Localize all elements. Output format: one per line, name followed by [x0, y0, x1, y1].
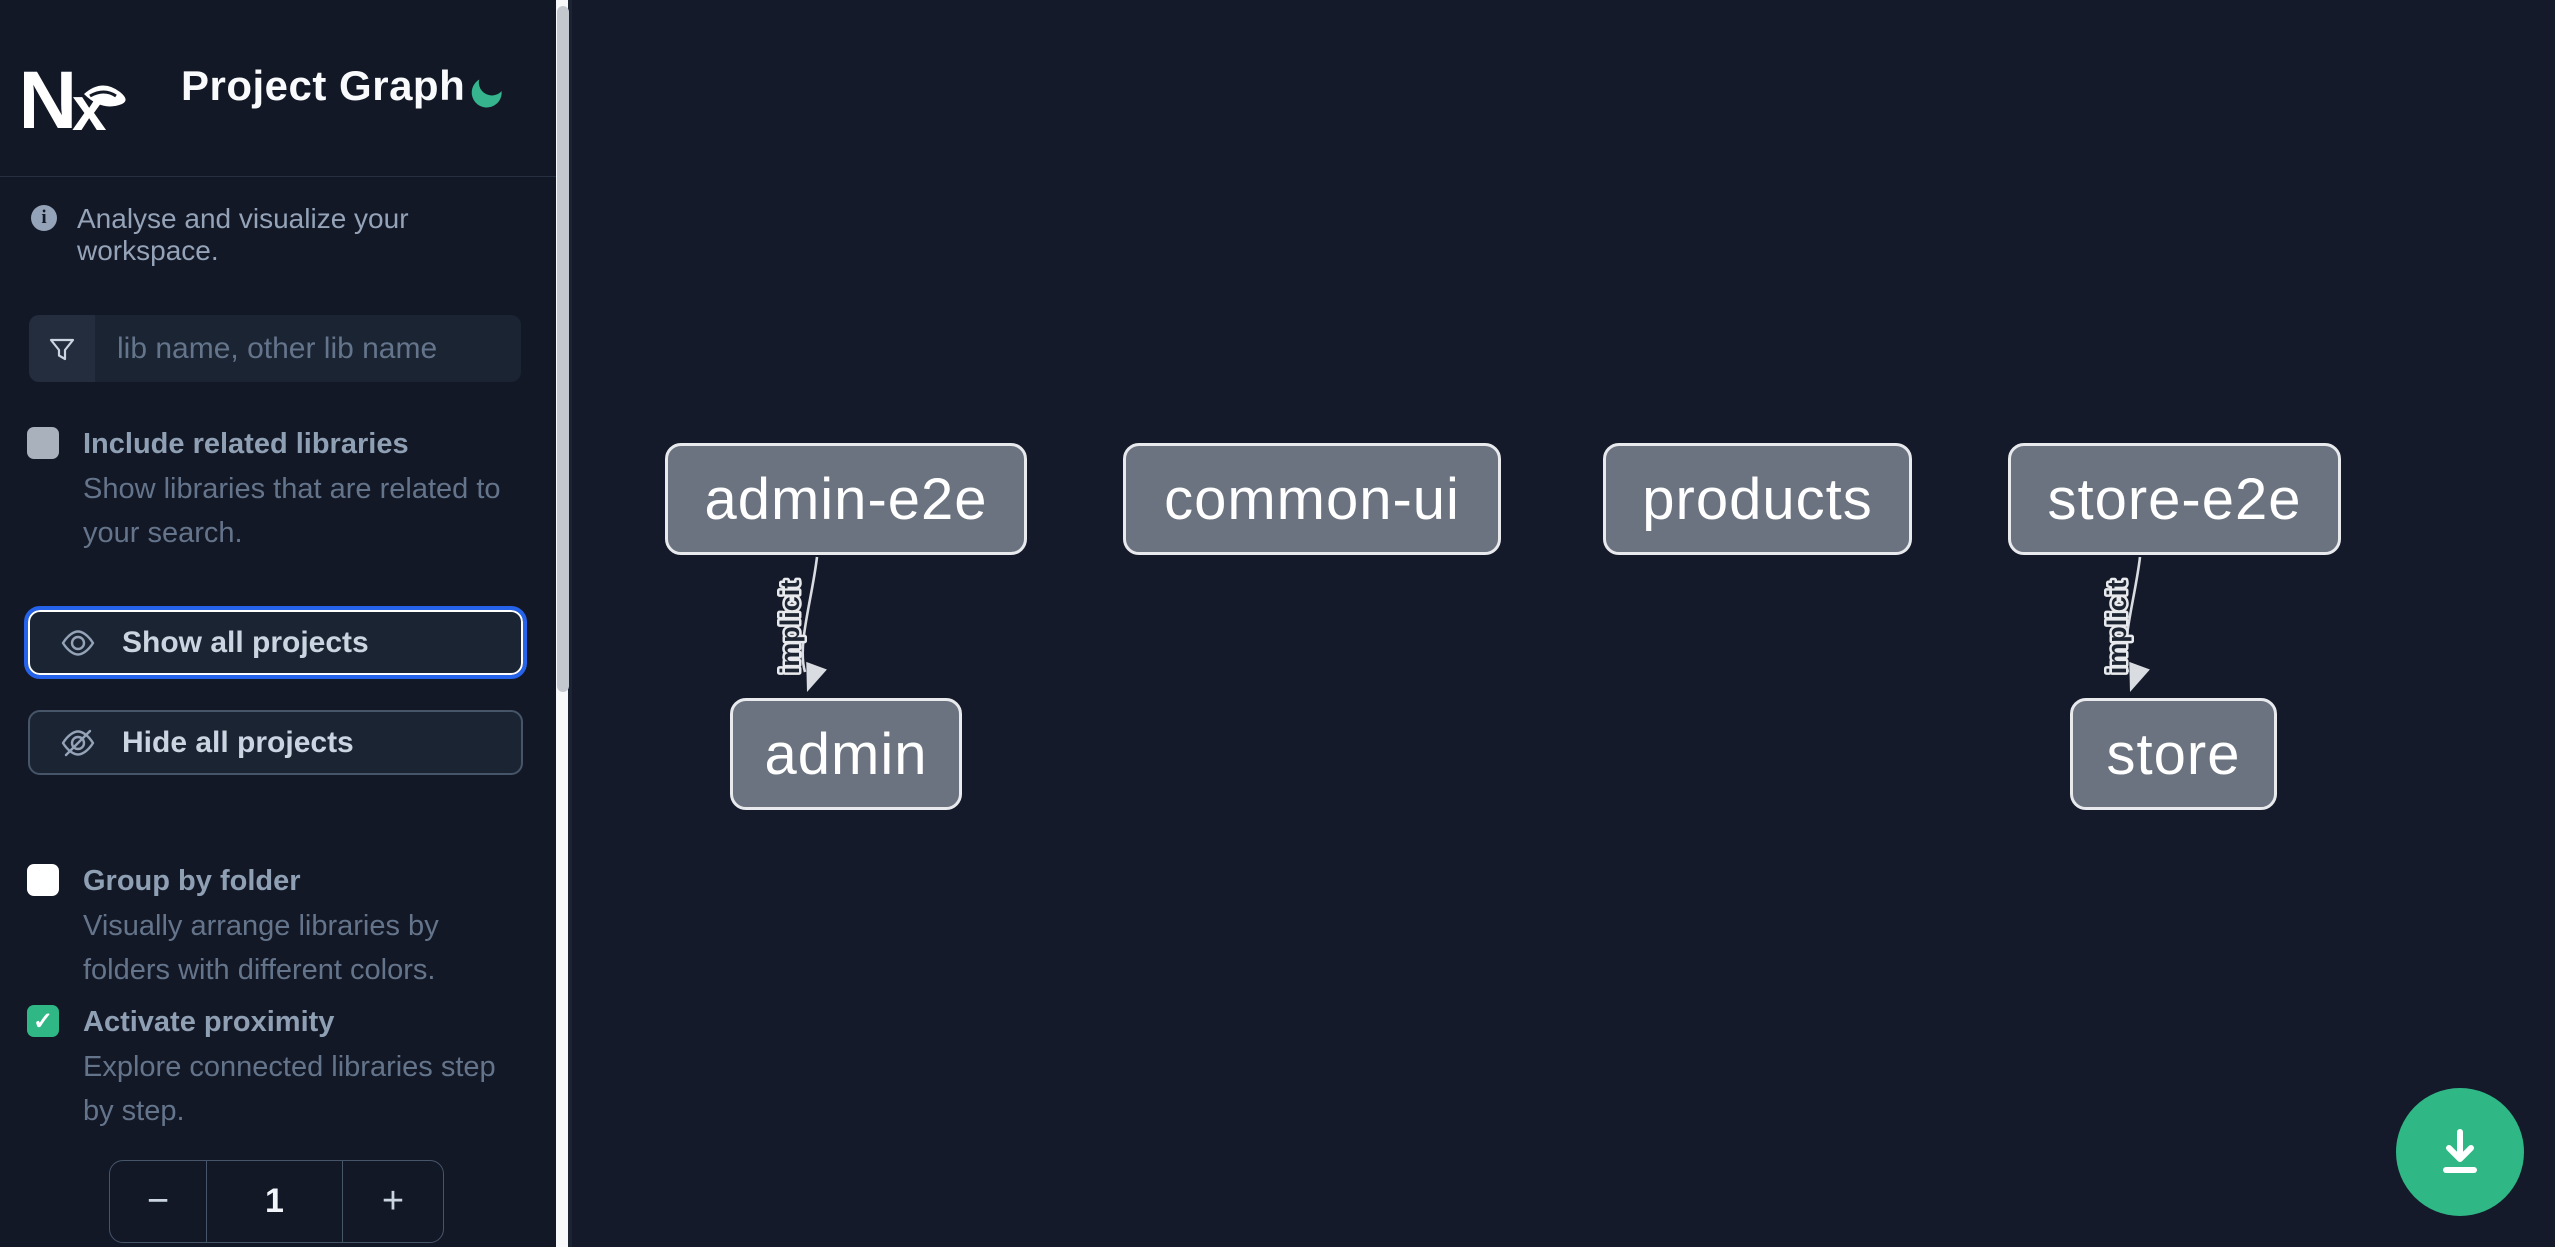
info-banner: i Analyse and visualize your workspace. [31, 203, 531, 267]
graph-edge [801, 556, 819, 673]
activate-proximity-description: Explore connected libraries step by step… [83, 1051, 496, 1127]
edge-label: implicit [2102, 580, 2132, 675]
group-by-folder-row: Group by folder Visually arrange librari… [27, 862, 527, 992]
show-all-projects-button[interactable]: Show all projects [24, 606, 527, 679]
scrollbar-thumb[interactable] [557, 6, 569, 692]
filter-input[interactable] [95, 315, 521, 382]
eye-icon [61, 629, 95, 656]
stepper-increment-button[interactable]: + [343, 1161, 443, 1242]
sidebar-scrollbar[interactable] [556, 0, 572, 1247]
graph-edges: implicit implicit [773, 556, 2150, 692]
eye-slash-icon [61, 729, 95, 756]
svg-text:x: x [72, 75, 107, 136]
show-all-projects-label: Show all projects [122, 625, 369, 659]
graph-node-common-ui[interactable]: common-ui [1123, 443, 1501, 555]
graph-node-store-e2e[interactable]: store-e2e [2008, 443, 2341, 555]
graph-node-store[interactable]: store [2070, 698, 2277, 810]
include-related-description: Show libraries that are related to your … [83, 473, 501, 549]
include-related-label: Include related libraries [83, 428, 409, 460]
sidebar-header: N x Project Graph [0, 0, 556, 177]
edge-arrowhead-icon [806, 661, 827, 692]
info-text: Analyse and visualize your workspace. [77, 203, 409, 266]
download-icon [2443, 1129, 2477, 1173]
group-by-folder-checkbox[interactable] [27, 864, 59, 896]
graph-node-admin[interactable]: admin [730, 698, 962, 810]
stepper-value: 1 [206, 1161, 343, 1242]
proximity-stepper: − 1 + [109, 1160, 444, 1243]
stepper-decrement-button[interactable]: − [110, 1161, 206, 1242]
svg-text:N: N [24, 56, 72, 136]
download-image-button[interactable] [2396, 1088, 2524, 1216]
activate-proximity-label: Activate proximity [83, 1006, 335, 1038]
include-related-checkbox[interactable] [27, 427, 59, 459]
activate-proximity-checkbox[interactable]: ✓ [27, 1005, 59, 1037]
group-by-folder-label: Group by folder [83, 865, 301, 897]
graph-edge [2124, 556, 2142, 673]
include-related-row: Include related libraries Show libraries… [27, 425, 527, 555]
activate-proximity-row: ✓ Activate proximity Explore connected l… [27, 1003, 527, 1133]
edge-arrowhead-icon [2129, 661, 2150, 692]
hide-all-projects-label: Hide all projects [122, 725, 354, 759]
filter-box [29, 315, 521, 382]
nx-logo-icon: N x [24, 56, 126, 136]
edge-label: implicit [775, 580, 805, 675]
group-by-folder-description: Visually arrange libraries by folders wi… [83, 910, 439, 986]
page-title: Project Graph [181, 62, 466, 109]
sidebar: N x Project Graph i Analyse and visualiz… [0, 0, 556, 1247]
graph-canvas[interactable]: implicit implicit admin-e2e common-ui produ… [576, 0, 2555, 1247]
graph-node-products[interactable]: products [1603, 443, 1912, 555]
hide-all-projects-button[interactable]: Hide all projects [28, 710, 523, 775]
funnel-icon [29, 315, 95, 382]
info-icon: i [31, 205, 57, 231]
dark-mode-toggle-button[interactable] [466, 68, 510, 112]
moon-icon [471, 69, 505, 108]
graph-node-admin-e2e[interactable]: admin-e2e [665, 443, 1027, 555]
